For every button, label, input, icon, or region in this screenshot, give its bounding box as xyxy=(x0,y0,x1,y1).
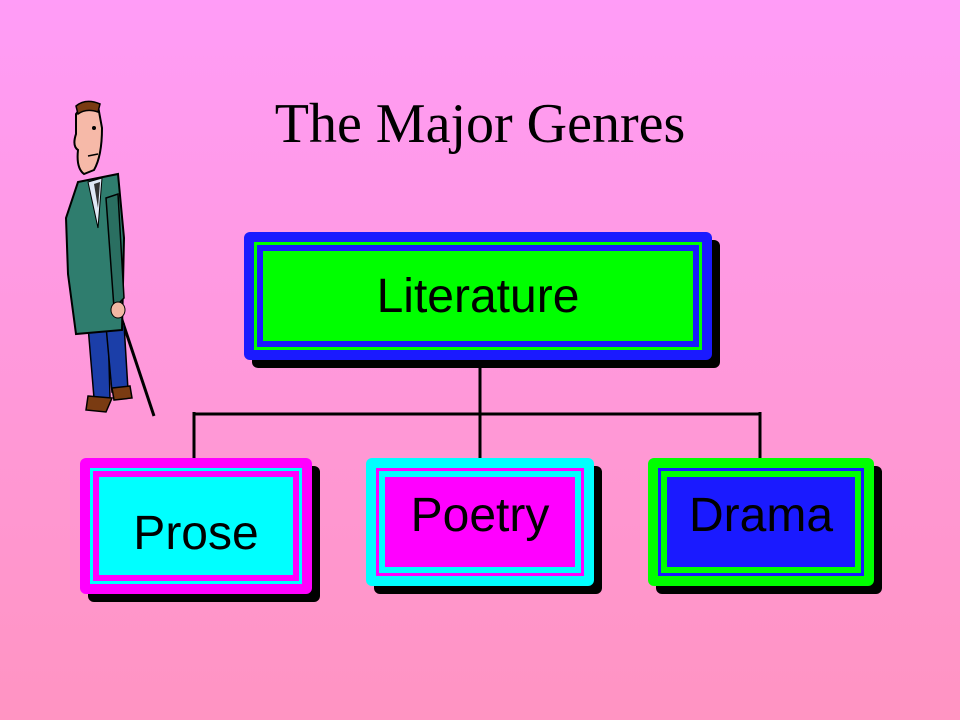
node-prose: Prose xyxy=(80,458,320,602)
node-literature: Literature xyxy=(244,232,720,368)
slide-title: The Major Genres xyxy=(274,93,686,155)
node-label-literature: Literature xyxy=(376,269,580,323)
old-man-with-cane-icon xyxy=(64,100,156,417)
node-drama: Drama xyxy=(648,458,882,594)
node-label-prose: Prose xyxy=(133,506,259,560)
node-label-drama: Drama xyxy=(688,488,834,542)
node-label-poetry: Poetry xyxy=(410,488,550,542)
node-poetry: Poetry xyxy=(366,458,602,594)
